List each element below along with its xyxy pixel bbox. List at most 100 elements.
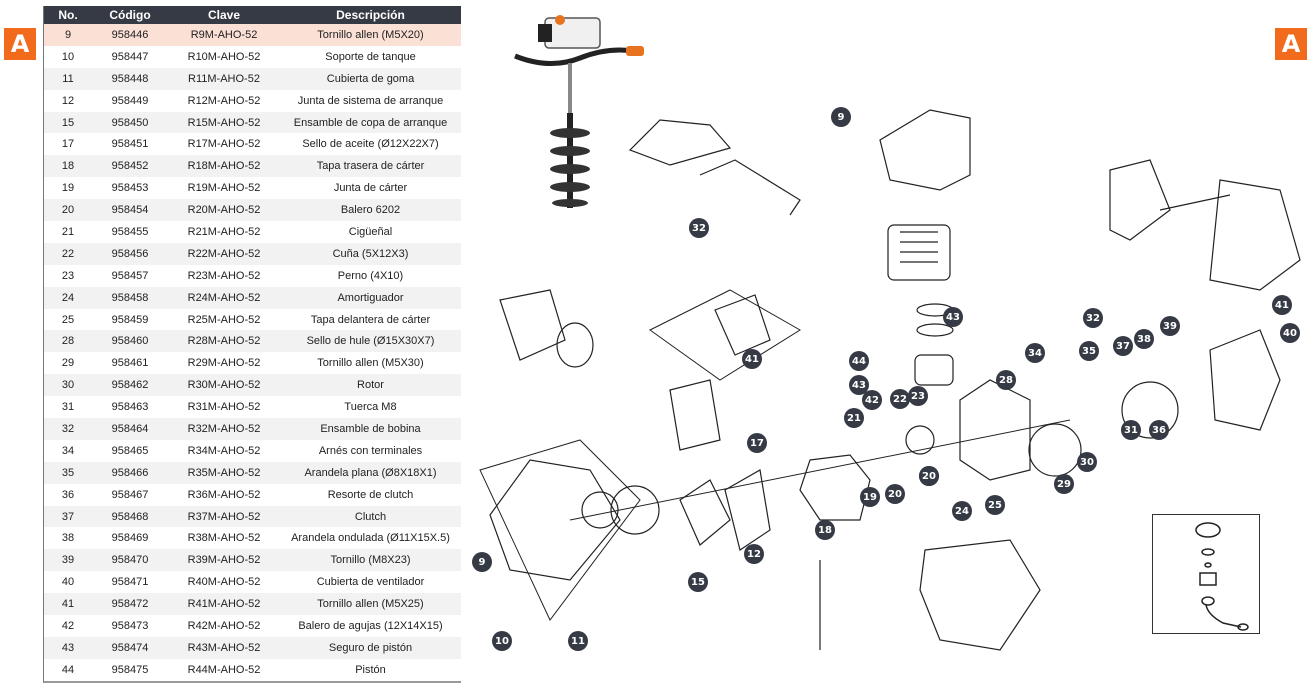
part-callout: 39 [1160,316,1180,336]
cell-code: 958466 [92,461,168,484]
rotor [1028,423,1082,477]
cell-code: 958447 [92,45,168,68]
part-callout: 20 [919,466,939,486]
cell-code: 958469 [92,527,168,550]
piston [914,354,954,386]
fuel-filter-line [1205,604,1242,628]
cell-description: Pistón [280,658,461,681]
cell-no: 17 [44,133,92,156]
part-callout: 30 [1077,452,1097,472]
cell-no: 11 [44,67,92,90]
cell-code: 958472 [92,593,168,616]
cell-description: Sello de aceite (Ø12X22X7) [280,133,461,156]
cell-no: 35 [44,461,92,484]
cell-no: 34 [44,439,92,462]
cell-code: 958451 [92,133,168,156]
cell-key: R24M-AHO-52 [168,286,280,309]
choke-plate [669,379,721,451]
cell-description: Cigüeñal [280,221,461,243]
part-callout: 42 [862,390,882,410]
cell-no: 44 [44,658,92,681]
part-callout: 17 [747,433,767,453]
part-callout: 10 [492,631,512,651]
cell-no: 43 [44,636,92,659]
cell-no: 15 [44,111,92,134]
part-callout: 36 [1149,420,1169,440]
cap-gasket [1201,548,1215,556]
cell-description: Resorte de clutch [280,483,461,506]
cell-key: R42M-AHO-52 [168,615,280,637]
cell-no: 12 [44,89,92,112]
cell-description: Clutch [280,505,461,528]
cell-key: R22M-AHO-52 [168,242,280,265]
cell-description: Tapa delantera de cárter [280,308,461,331]
cell-no: 24 [44,286,92,309]
cell-code: 958458 [92,286,168,309]
part-callout: 12 [744,544,764,564]
cell-code: 958449 [92,89,168,112]
part-callout: 41 [1272,295,1292,315]
table-header-row: No. Código Clave Descripción [44,6,461,24]
carburetor [714,294,771,356]
product-photo [514,15,644,208]
cell-key: R10M-AHO-52 [168,45,280,68]
cell-description: Arandela plana (Ø8X18X1) [280,461,461,484]
part-callout: 21 [844,408,864,428]
piston-ring-2 [916,323,954,337]
part-callout: 9 [472,552,492,572]
fan-cover [1209,329,1281,431]
cell-description: Junta de sistema de arranque [280,89,461,112]
cell-code: 958463 [92,396,168,419]
exploded-parts-diagram [479,109,1301,651]
part-callout: 32 [689,218,709,238]
crankshaft [905,425,935,455]
fuel-cap-inset [1152,514,1260,634]
cylinder-fins [900,231,938,263]
starter-housing [489,459,621,581]
starter-gasket [724,469,771,551]
cell-key: R28M-AHO-52 [168,330,280,353]
cell-key: R41M-AHO-52 [168,593,280,616]
cap-valve [1199,572,1217,586]
cylinder-shroud [879,109,971,191]
cell-description: Tuerca M8 [280,396,461,419]
cell-no: 22 [44,242,92,265]
engine-side [538,24,552,42]
cell-code: 958475 [92,658,168,681]
cell-description: Amortiguador [280,286,461,309]
part-callout: 23 [908,386,928,406]
cell-no: 39 [44,549,92,572]
muffler-bolt [1159,194,1231,211]
cell-key: R23M-AHO-52 [168,264,280,287]
cell-code: 958473 [92,615,168,637]
cell-description: Cubierta de ventilador [280,571,461,594]
cell-no: 36 [44,483,92,506]
cell-code: 958459 [92,308,168,331]
cell-code: 958448 [92,67,168,90]
cell-key: R38M-AHO-52 [168,527,280,550]
cell-code: 958452 [92,155,168,178]
part-callout: 43 [943,307,963,327]
cell-key: R35M-AHO-52 [168,461,280,484]
cell-no: 42 [44,615,92,637]
part-callout: 25 [985,495,1005,515]
cell-key: R25M-AHO-52 [168,308,280,331]
cell-key: R31M-AHO-52 [168,396,280,419]
cell-code: 958465 [92,439,168,462]
cell-key: R20M-AHO-52 [168,199,280,222]
cell-no: 23 [44,264,92,287]
